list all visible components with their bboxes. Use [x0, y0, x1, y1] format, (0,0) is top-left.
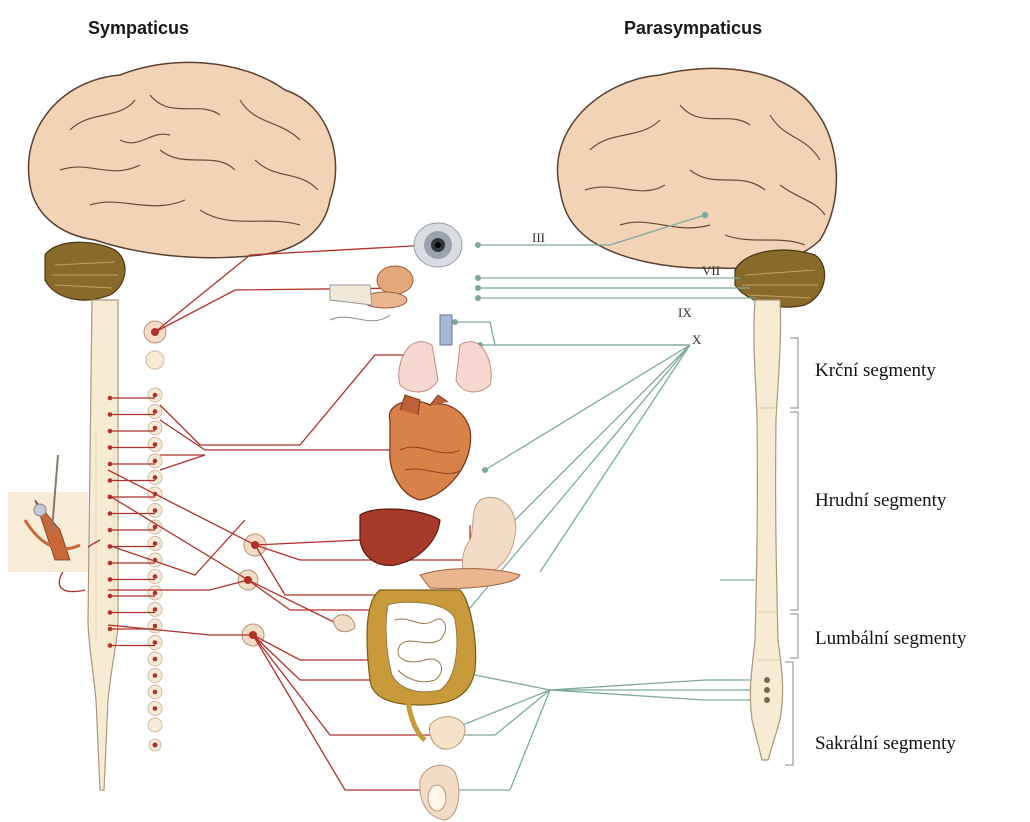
chain-ganglion-dot: [153, 541, 158, 546]
cord-neuron-dot: [108, 412, 113, 417]
segment-label-thoracic: Hrudní segmenty: [815, 490, 946, 512]
right-brain: [558, 68, 837, 307]
chain-ganglion-dot: [153, 475, 158, 480]
segment-label-cervical: Krční segmenty: [815, 360, 936, 382]
skin-hair-follicle: [8, 455, 88, 572]
lungs: [399, 315, 491, 392]
cord-neuron-dot: [108, 561, 113, 566]
right-spinal-cord: [750, 300, 782, 760]
chain-ganglion-dot: [153, 442, 158, 447]
cord-neuron-dot: [108, 429, 113, 434]
left-brain: [28, 62, 335, 300]
segment-brackets: [785, 338, 798, 765]
chain-ganglion-dot: [153, 690, 158, 695]
chain-ganglion: [148, 718, 162, 732]
nerve-label-iii: III: [532, 230, 545, 246]
bladder: [429, 717, 465, 749]
stomach: [462, 497, 515, 580]
adrenal: [333, 615, 355, 632]
segment-label-lumbar: Lumbální segmenty: [815, 628, 966, 650]
cord-neuron-dot: [108, 445, 113, 450]
chain-ganglion-dot: [153, 426, 158, 431]
eye: [414, 223, 462, 267]
intestines: [367, 590, 476, 740]
sympathetic-chain: [144, 321, 166, 751]
heart: [389, 395, 470, 500]
cord-neuron-dot: [108, 511, 113, 516]
chain-ganglion-dot: [153, 706, 158, 711]
chain-ganglion-dot: [153, 508, 158, 513]
cord-neuron-dot: [108, 478, 113, 483]
chain-ganglion-dot: [153, 409, 158, 414]
cord-neuron-dot: [108, 610, 113, 615]
chain-ganglion-dot: [153, 525, 158, 530]
cord-neuron-dot: [108, 396, 113, 401]
segment-label-sacral: Sakrální segmenty: [815, 733, 956, 755]
nerve-label-x: X: [692, 332, 701, 348]
cord-neuron-dot: [108, 594, 113, 599]
cord-neuron-dot: [108, 577, 113, 582]
genitals: [420, 765, 459, 820]
nerve-label-vii: VII: [702, 263, 720, 279]
left-cerebellum: [45, 242, 125, 300]
cord-neuron-dot: [108, 462, 113, 467]
chain-ganglion-dot: [153, 640, 158, 645]
left-spinal-cord: [88, 300, 118, 790]
cord-neuron-dot: [108, 643, 113, 648]
salivary-glands: [330, 266, 413, 321]
chain-ganglion-dot: [153, 624, 158, 629]
chain-ganglion-dot: [153, 591, 158, 596]
chain-ganglion-dot: [153, 574, 158, 579]
chain-ganglion-dot: [153, 607, 158, 612]
liver: [360, 509, 440, 565]
cord-neuron-dot: [108, 528, 113, 533]
chain-ganglion-dot: [153, 459, 158, 464]
chain-ganglion-dot: [153, 673, 158, 678]
nerve-label-ix: IX: [678, 305, 692, 321]
chain-ganglion-dot: [153, 657, 158, 662]
chain-ganglion-dot: [153, 393, 158, 398]
pancreas: [420, 569, 520, 589]
cord-neuron-dot: [108, 627, 113, 632]
